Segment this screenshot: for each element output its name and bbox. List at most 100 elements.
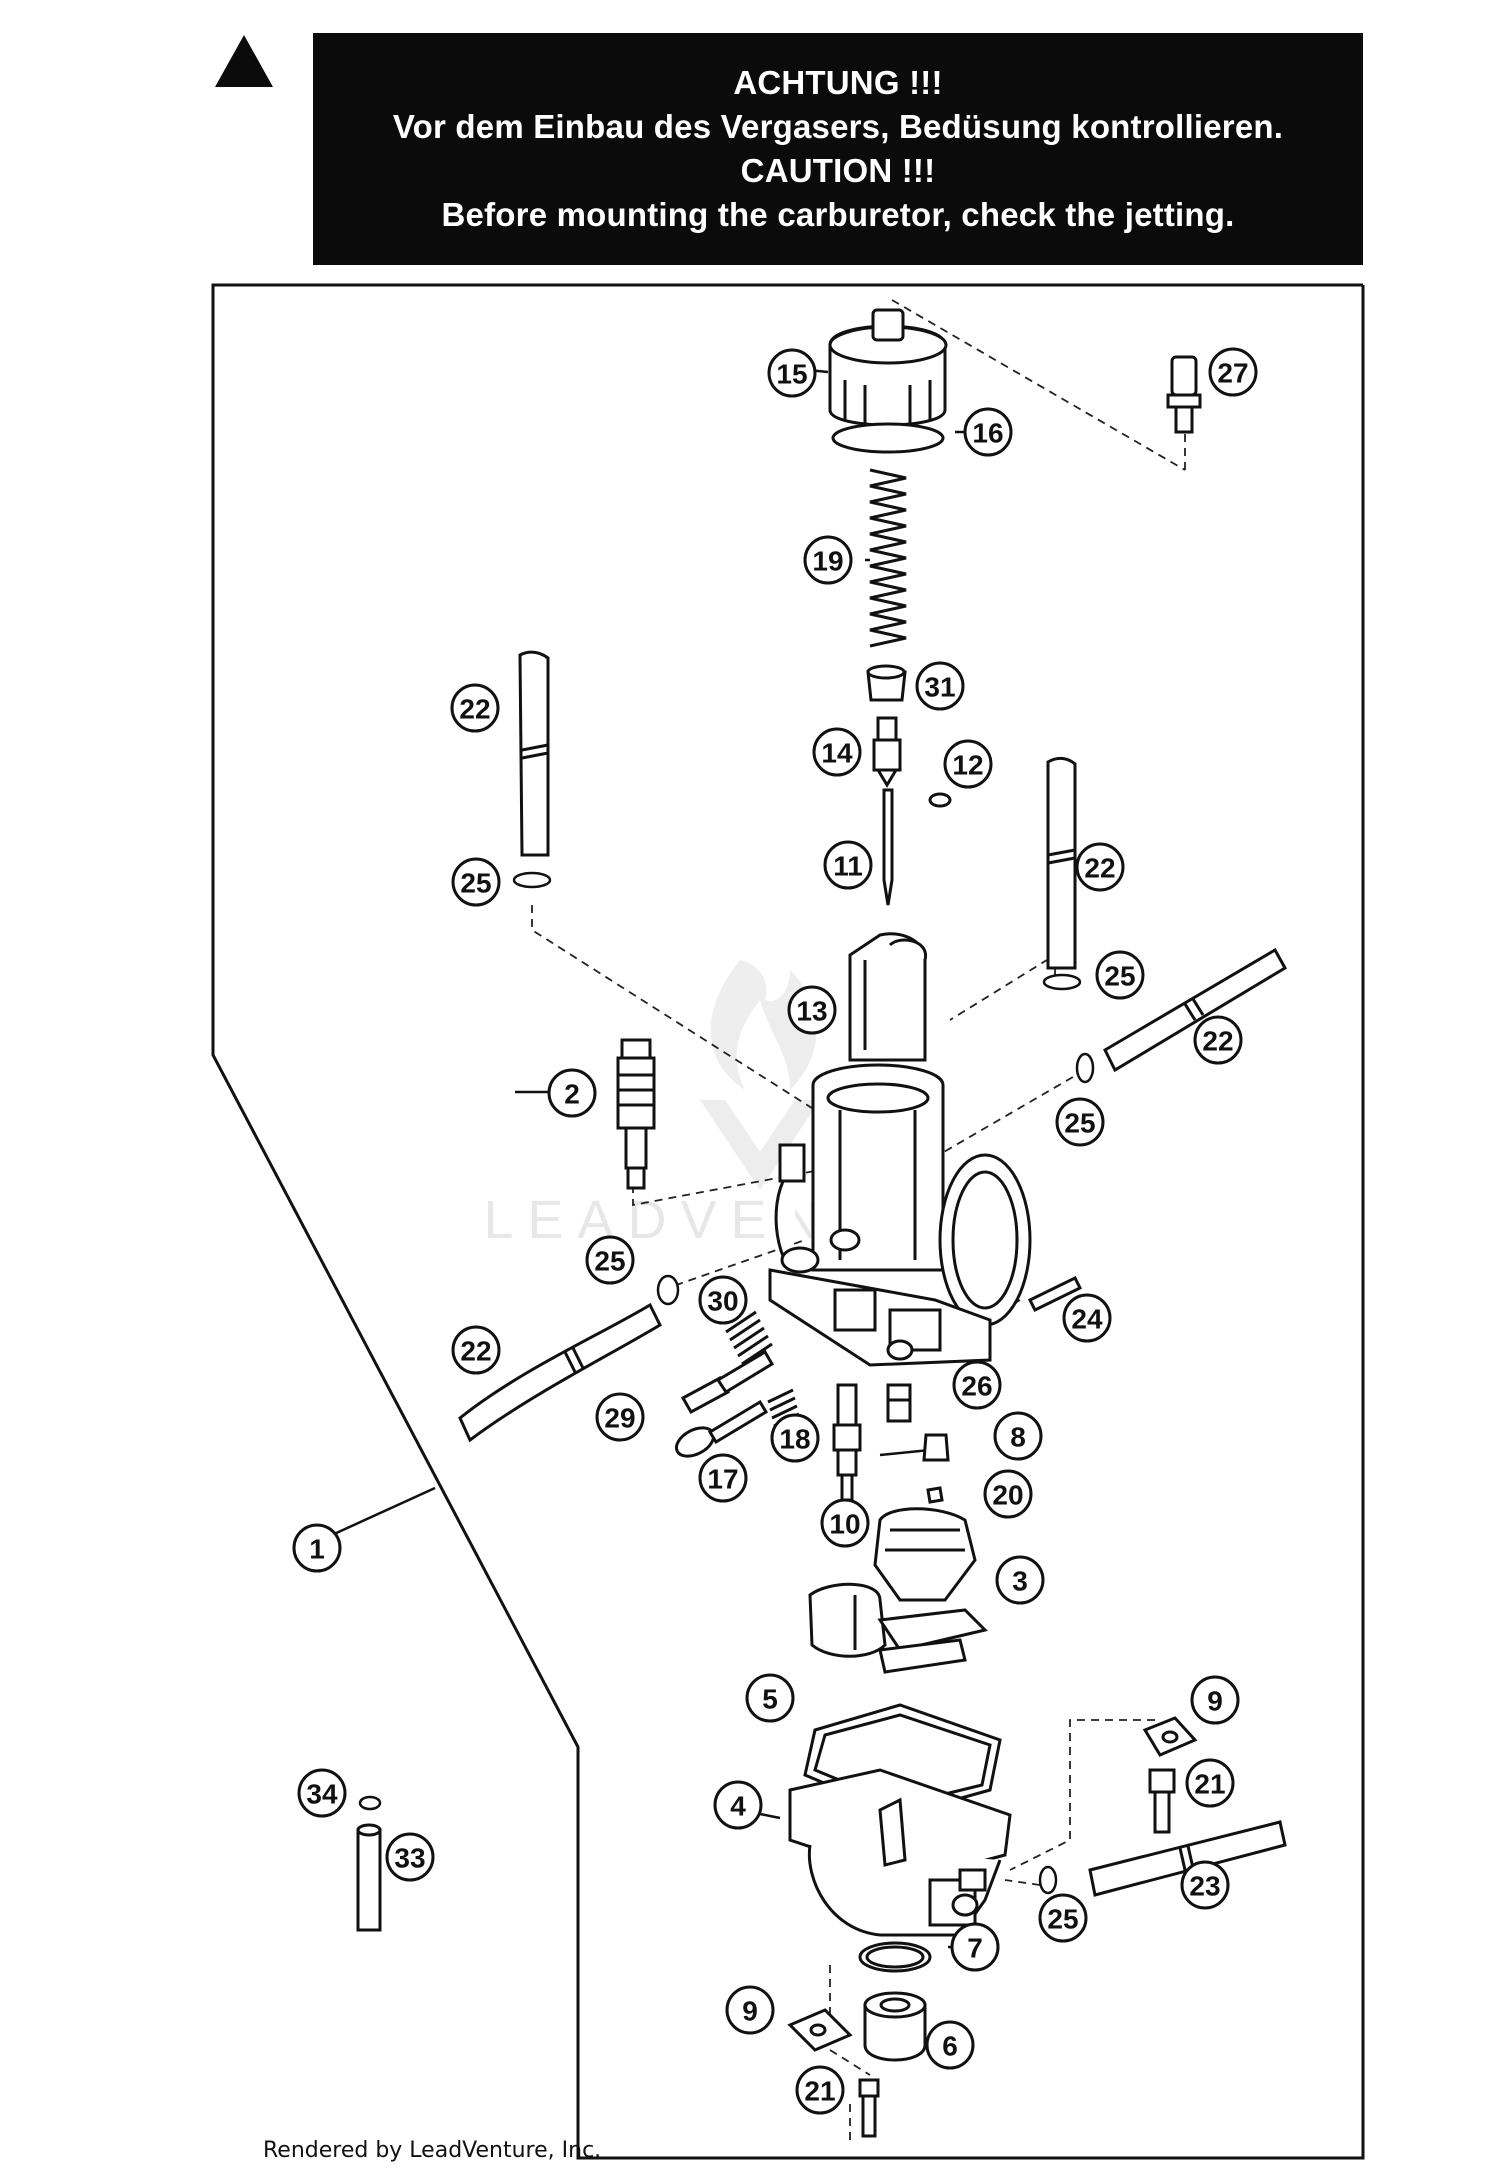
callout-19-circle — [803, 535, 853, 585]
callout-12: 12 — [943, 739, 993, 789]
bracket-screw-upper — [1148, 1768, 1176, 1834]
callout-25b-circle — [1095, 950, 1145, 1000]
callout-22a-circle — [450, 683, 500, 733]
callout-8: 8 — [993, 1411, 1043, 1461]
callout-21b: 21 — [795, 2065, 845, 2115]
air-screw — [674, 1399, 769, 1458]
callout-26: 26 — [952, 1360, 1002, 1410]
callout-33-circle — [385, 1832, 435, 1882]
callout-20: 20 — [983, 1469, 1033, 1519]
drain-hose — [1088, 1820, 1287, 1897]
callout-24-label: 24 — [1071, 1304, 1103, 1335]
callout-18-circle — [770, 1413, 820, 1463]
float-bowl-gasket — [803, 1703, 1002, 1817]
callout-22d-label: 22 — [460, 1336, 491, 1367]
callout-4-circle — [713, 1780, 763, 1830]
callout-15-circle — [767, 348, 817, 398]
callout-2: 2 — [547, 1068, 597, 1118]
air-pin — [1027, 1275, 1083, 1313]
callout-3-label: 3 — [1012, 1566, 1028, 1597]
callout-20-circle — [983, 1469, 1033, 1519]
caution-text-de: Vor dem Einbau des Vergasers, Bedüsung k… — [392, 108, 1284, 145]
callout-14: 14 — [812, 727, 862, 777]
callout-14-circle — [812, 727, 862, 777]
throttle-stop-screw — [680, 1349, 775, 1415]
callout-25c-label: 25 — [1064, 1108, 1095, 1139]
callout-26-circle — [952, 1360, 1002, 1410]
callout-27: 27 — [1208, 347, 1258, 397]
callout-24: 24 — [1062, 1293, 1112, 1343]
callout-25a: 25 — [451, 857, 501, 907]
vent-hose-left — [518, 650, 550, 857]
callout-21a: 21 — [1185, 1758, 1235, 1808]
callout-30: 30 — [698, 1275, 748, 1325]
sleeve — [356, 1823, 382, 1932]
caution-text-en: Before mounting the carburetor, check th… — [441, 196, 1235, 233]
hose-bracket-upper — [1142, 1716, 1198, 1757]
callout-16-circle — [963, 407, 1013, 457]
callout-29-label: 29 — [604, 1403, 635, 1434]
callout-14-label: 14 — [821, 738, 853, 769]
callout-9a: 9 — [1190, 1675, 1240, 1725]
float-bowl — [788, 1768, 1012, 1937]
callout-25b-label: 25 — [1104, 961, 1135, 992]
callout-19-label: 19 — [812, 546, 843, 577]
callout-34-label: 34 — [306, 1779, 338, 1810]
callout-25b: 25 — [1095, 950, 1145, 1000]
callout-25c: 25 — [1055, 1097, 1105, 1147]
warning-triangle-icon — [215, 35, 273, 87]
callout-13-circle — [787, 985, 837, 1035]
caution-banner: ACHTUNG !!! Vor dem Einbau des Vergasers… — [313, 33, 1363, 265]
needle-holder — [872, 716, 902, 788]
callout-9b-label: 9 — [742, 1996, 758, 2027]
callout-34: 34 — [297, 1768, 347, 1818]
caution-title-de: ACHTUNG !!! — [733, 64, 943, 101]
callout-23-circle — [1180, 1860, 1230, 1910]
callout-30-label: 30 — [707, 1286, 738, 1317]
callout-22b-circle — [1075, 842, 1125, 892]
callout-22c-label: 22 — [1202, 1026, 1233, 1057]
callout-3: 3 — [995, 1555, 1045, 1605]
callout-17-label: 17 — [707, 1464, 738, 1495]
callout-24-circle — [1062, 1293, 1112, 1343]
callout-1: 1 — [292, 1523, 342, 1573]
callout-6-label: 6 — [942, 2031, 958, 2062]
callout-20-label: 20 — [992, 1480, 1023, 1511]
vent-hose-right-top — [1046, 756, 1077, 970]
callout-25d-circle — [585, 1235, 635, 1285]
assembly-outline — [211, 283, 1365, 2160]
callout-1-circle — [292, 1523, 342, 1573]
callout-31-label: 31 — [924, 672, 955, 703]
pilot-jet — [886, 1383, 912, 1423]
callout-6-circle — [925, 2020, 975, 2070]
needle-retainer — [866, 664, 907, 702]
callout-16-label: 16 — [972, 418, 1003, 449]
overflow-hose-left — [458, 1302, 662, 1443]
callout-23: 23 — [1180, 1860, 1230, 1910]
callout-31-circle — [915, 661, 965, 711]
callout-22a: 22 — [450, 683, 500, 733]
callout-33-label: 33 — [394, 1843, 425, 1874]
callout-9b-circle — [725, 1985, 775, 2035]
callout-23-label: 23 — [1189, 1871, 1220, 1902]
callout-25d-label: 25 — [594, 1246, 625, 1277]
callout-29: 29 — [595, 1392, 645, 1442]
callout-9b: 9 — [725, 1985, 775, 2035]
callout-13: 13 — [787, 985, 837, 1035]
callout-10-circle — [820, 1498, 870, 1548]
vent-hose-right — [1103, 947, 1288, 1073]
mixing-chamber-cap — [828, 308, 948, 427]
callout-16: 16 — [963, 407, 1013, 457]
callout-33: 33 — [385, 1832, 435, 1882]
callout-9a-circle — [1190, 1675, 1240, 1725]
callout-11-label: 11 — [833, 851, 863, 882]
callout-22c-circle — [1193, 1015, 1243, 1065]
callout-8-circle — [993, 1411, 1043, 1461]
callout-22b-label: 22 — [1084, 853, 1115, 884]
air-screw-spring — [767, 1388, 800, 1428]
idle-screw-spring — [725, 1310, 773, 1366]
callout-15-label: 15 — [776, 359, 807, 390]
callout-25a-circle — [451, 857, 501, 907]
